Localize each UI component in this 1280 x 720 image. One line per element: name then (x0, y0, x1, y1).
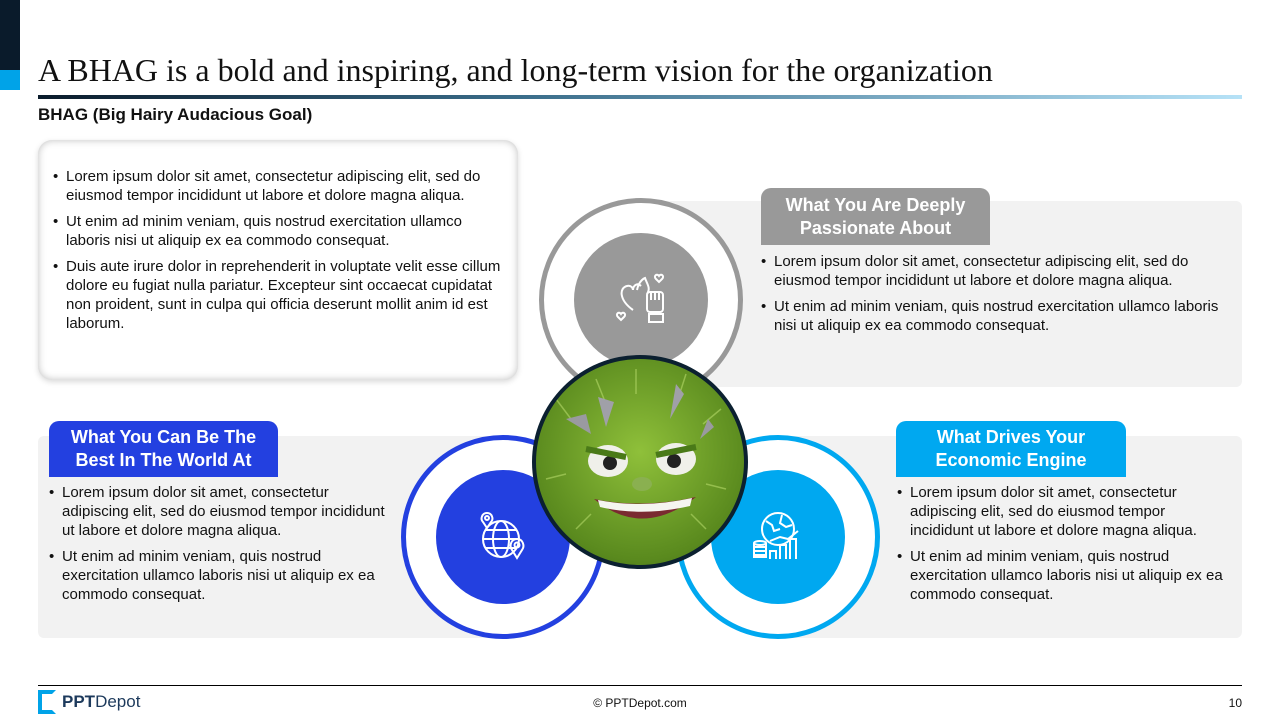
passion-bullets: Lorem ipsum dolor sit amet, consectetur … (761, 252, 1231, 342)
globe-coins-chart-icon (753, 512, 799, 559)
best-bullets: Lorem ipsum dolor sit amet, consectetur … (49, 483, 389, 611)
accent-bar-blue (0, 70, 20, 90)
economic-ring (676, 435, 880, 639)
best-label: What You Can Be The Best In The World At (49, 421, 278, 477)
passion-label: What You Are Deeply Passionate About (761, 188, 990, 245)
accent-bar-dark (0, 0, 20, 70)
title-rule (38, 95, 1242, 99)
intro-bullet: Duis aute irure dolor in reprehenderit i… (53, 257, 504, 333)
bullet: Lorem ipsum dolor sit amet, consectetur … (761, 252, 1231, 290)
bullet: Lorem ipsum dolor sit amet, consectetur … (49, 483, 389, 540)
bullet: Lorem ipsum dolor sit amet, consectetur … (897, 483, 1232, 540)
intro-bullet: Ut enim ad minim veniam, quis nostrud ex… (53, 212, 504, 250)
slide-title: A BHAG is a bold and inspiring, and long… (38, 52, 993, 88)
bullet: Ut enim ad minim veniam, quis nostrud ex… (897, 547, 1232, 604)
passion-heart-fist-icon (615, 273, 665, 323)
intro-box: Lorem ipsum dolor sit amet, consectetur … (38, 140, 518, 380)
monster-image (532, 355, 748, 569)
passion-circle (574, 233, 708, 367)
globe-location-icon (480, 511, 525, 560)
copyright: © PPTDepot.com (593, 696, 687, 710)
monster-face (545, 369, 727, 530)
bullet: Ut enim ad minim veniam, quis nostrud ex… (49, 547, 389, 604)
intro-bullet: Lorem ipsum dolor sit amet, consectetur … (53, 167, 504, 205)
logo-bracket-icon (38, 690, 56, 714)
slide-subtitle: BHAG (Big Hairy Audacious Goal) (38, 105, 313, 124)
logo-ppt: PPT (62, 692, 96, 711)
economic-bullets: Lorem ipsum dolor sit amet, consectetur … (897, 483, 1232, 611)
logo-depot: Depot (95, 692, 141, 711)
bullet: Ut enim ad minim veniam, quis nostrud ex… (761, 297, 1231, 335)
economic-label: What Drives Your Economic Engine (896, 421, 1126, 477)
footer-rule (38, 685, 1242, 686)
page-number: 10 (1228, 696, 1242, 710)
